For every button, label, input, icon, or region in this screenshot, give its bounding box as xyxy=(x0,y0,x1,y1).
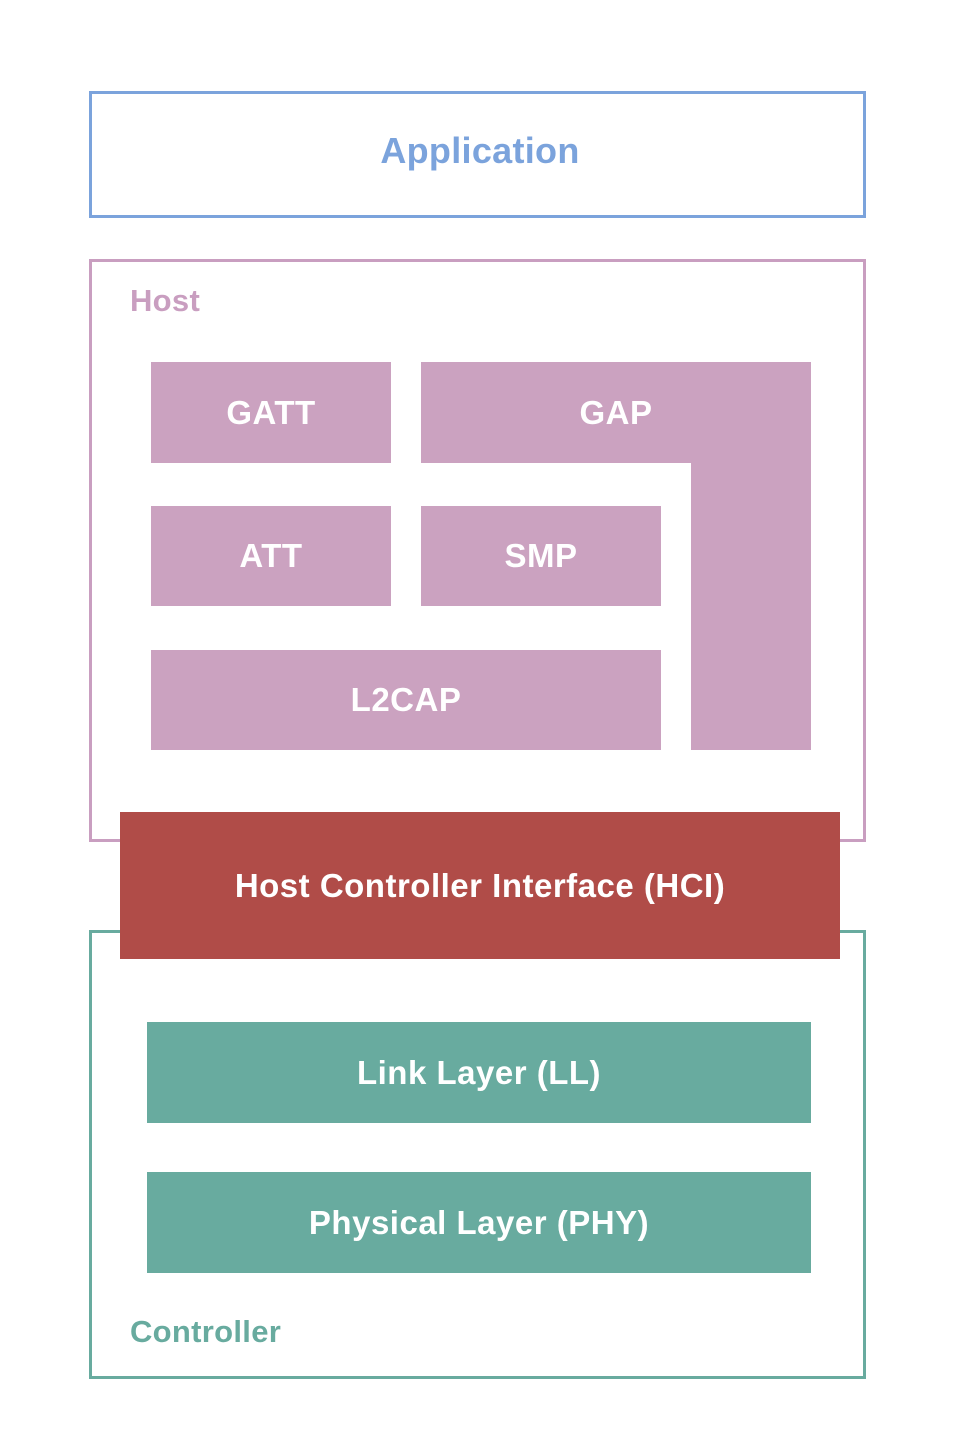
gap-label: GAP xyxy=(579,393,653,431)
host-block-gatt: GATT xyxy=(151,362,391,463)
host-block-smp: SMP xyxy=(421,506,661,606)
host-block-att: ATT xyxy=(151,506,391,606)
gap-head-bar: GAP xyxy=(421,362,811,463)
controller-block-physical-layer: Physical Layer (PHY) xyxy=(147,1172,811,1273)
application-layer-box xyxy=(89,91,866,218)
host-label: Host xyxy=(130,283,201,318)
controller-layer-box xyxy=(89,930,866,1379)
controller-block-link-layer: Link Layer (LL) xyxy=(147,1022,811,1123)
host-block-gap: GAP xyxy=(421,362,811,750)
controller-label: Controller xyxy=(130,1314,282,1349)
hci-bar: Host Controller Interface (HCI) xyxy=(120,812,840,959)
host-block-l2cap: L2CAP xyxy=(151,650,661,750)
gap-side-column xyxy=(691,463,811,750)
application-label: Application xyxy=(380,130,580,171)
